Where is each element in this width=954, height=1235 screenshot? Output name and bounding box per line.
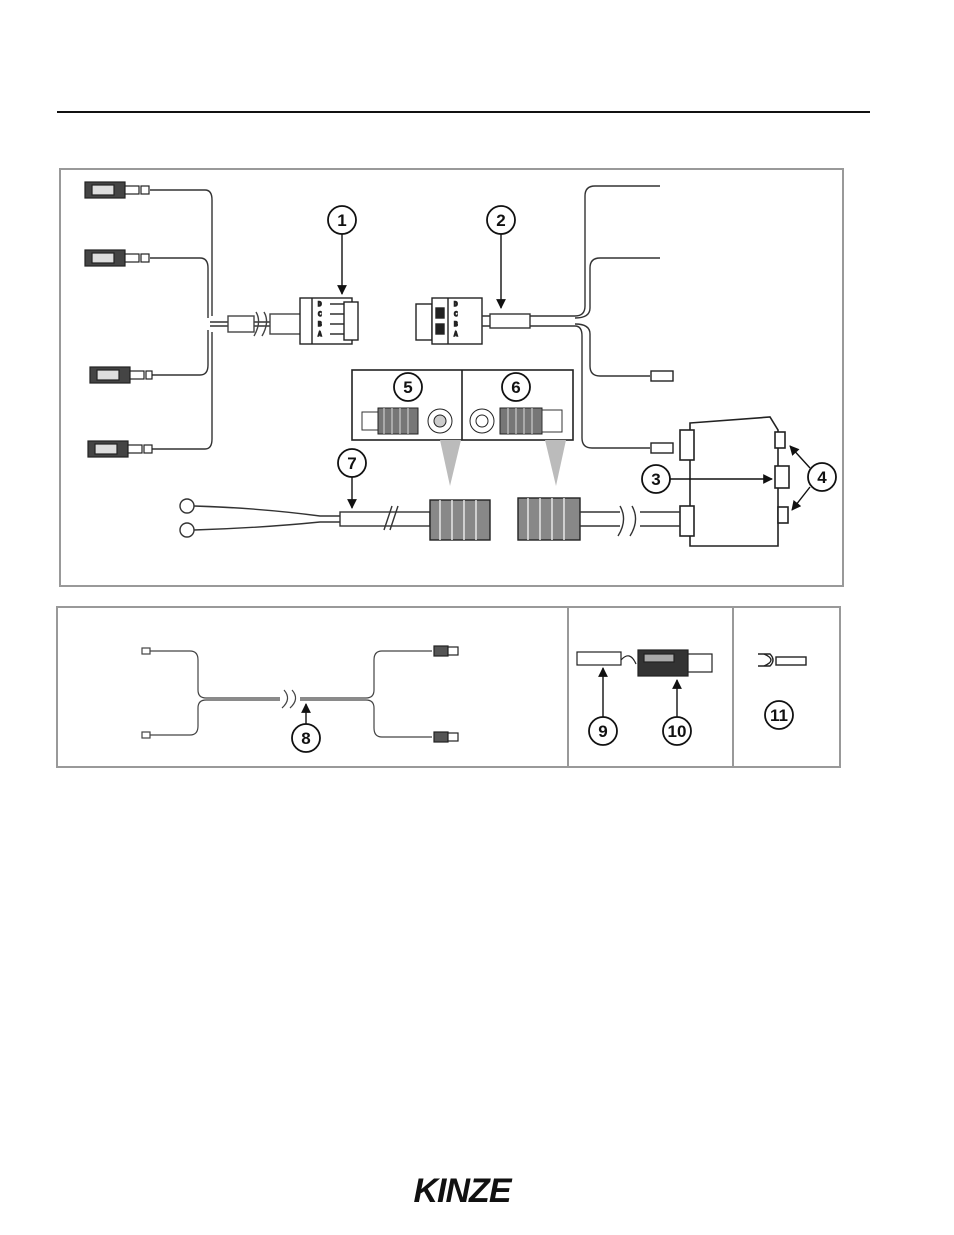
- connector-2-pin-d: D: [454, 301, 458, 308]
- callout-4: 4: [790, 446, 836, 510]
- connector-1-pin-a: A: [318, 331, 322, 338]
- callout-6: 6: [502, 373, 530, 401]
- connector-2-pin-a: A: [454, 331, 458, 338]
- callout-5-label: 5: [403, 378, 412, 397]
- callout-7-label: 7: [347, 454, 356, 473]
- connector-2: D C B A: [416, 298, 482, 344]
- callout-2-label: 2: [496, 211, 505, 230]
- callout-10: 10: [663, 680, 691, 745]
- callout-4-label: 4: [817, 468, 827, 487]
- callout-8: 8: [292, 704, 320, 752]
- callout-11-label: 11: [770, 706, 788, 725]
- connector-2-pin-c: C: [454, 311, 458, 318]
- callout-5: 5: [394, 373, 422, 401]
- control-box: [680, 417, 789, 546]
- bottom-panel-frame: [57, 607, 840, 767]
- sensor-connectors-left: [85, 182, 152, 457]
- connector-1-pin-c: C: [318, 311, 322, 318]
- connector-1: D C B A: [300, 298, 358, 344]
- connector-2-pin-b: B: [454, 321, 458, 328]
- terminal-and-housing: [577, 650, 712, 676]
- callout-10-label: 10: [668, 722, 687, 741]
- extension-cable: [180, 498, 680, 540]
- spade-terminal: [758, 654, 806, 666]
- callout-11: 11: [765, 701, 793, 729]
- connector-1-pin-b: B: [318, 321, 322, 328]
- kinze-logo-text: KINZE: [414, 1172, 513, 1210]
- callout-2: 2: [487, 206, 515, 308]
- callout-9: 9: [589, 668, 617, 745]
- kinze-logo: KINZE: [414, 1172, 513, 1210]
- connector-1-pin-d: D: [318, 301, 322, 308]
- callout-1-label: 1: [337, 211, 346, 230]
- connector-insets: [352, 370, 573, 486]
- callout-7: 7: [338, 449, 366, 508]
- callout-1: 1: [328, 206, 356, 294]
- callout-6-label: 6: [511, 378, 520, 397]
- sensor-harness-left: [150, 190, 302, 449]
- callout-8-label: 8: [301, 729, 310, 748]
- callout-3-label: 3: [651, 470, 660, 489]
- callout-9-label: 9: [598, 722, 607, 741]
